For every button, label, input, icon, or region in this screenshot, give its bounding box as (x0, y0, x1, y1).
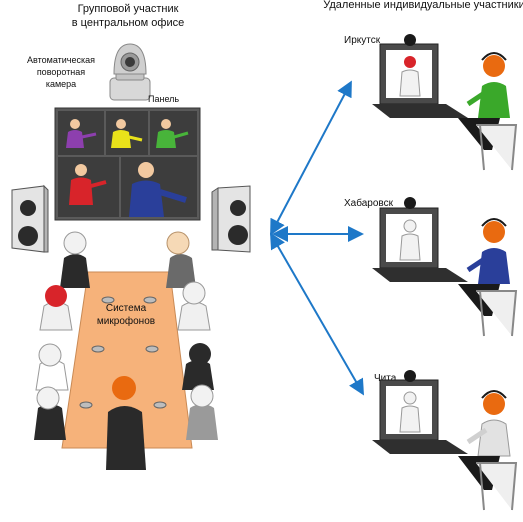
laptop-base (372, 104, 468, 118)
participant-shirt (478, 82, 510, 118)
webcam-icon (404, 34, 416, 46)
remote-city-label: Хабаровск (344, 197, 394, 209)
remote-site-3: Чита (372, 370, 518, 511)
screen-person-5 (129, 162, 187, 217)
connection-arrows (270, 80, 364, 396)
group-title-line1: Групповой участник (78, 3, 179, 15)
camera-label-line1: Автоматическая (27, 55, 95, 65)
camera-label-line2: поворотная (37, 67, 85, 77)
mic-label-line1: Система (106, 303, 147, 314)
remote-site-1: Иркутск (344, 34, 518, 171)
screen-person-3 (156, 119, 189, 148)
speaker-right-icon (211, 185, 251, 253)
remote-city-label: Чита (374, 373, 397, 384)
remote-participant (458, 218, 518, 337)
remote-city-label: Иркутск (344, 35, 381, 46)
remote-participant (458, 52, 518, 171)
screen-person-1 (66, 119, 97, 148)
camera-label-line3: камера (46, 79, 76, 89)
remote-participant (458, 390, 518, 511)
video-panel (54, 107, 201, 221)
remote-site-2: Хабаровск (344, 197, 518, 337)
mic-label-line2: микрофонов (97, 315, 155, 327)
screen-person-4 (69, 164, 107, 205)
group-title-line2: в центральном офисе (72, 17, 184, 29)
remote-title: Удаленные индивидуальные участники (323, 0, 523, 11)
screen-person-2 (111, 119, 143, 148)
speaker-left-icon (11, 184, 49, 253)
group-participants (34, 231, 218, 470)
microphone-icon (79, 296, 167, 409)
camera-icon (109, 43, 151, 101)
panel-label: Панель (148, 94, 179, 104)
